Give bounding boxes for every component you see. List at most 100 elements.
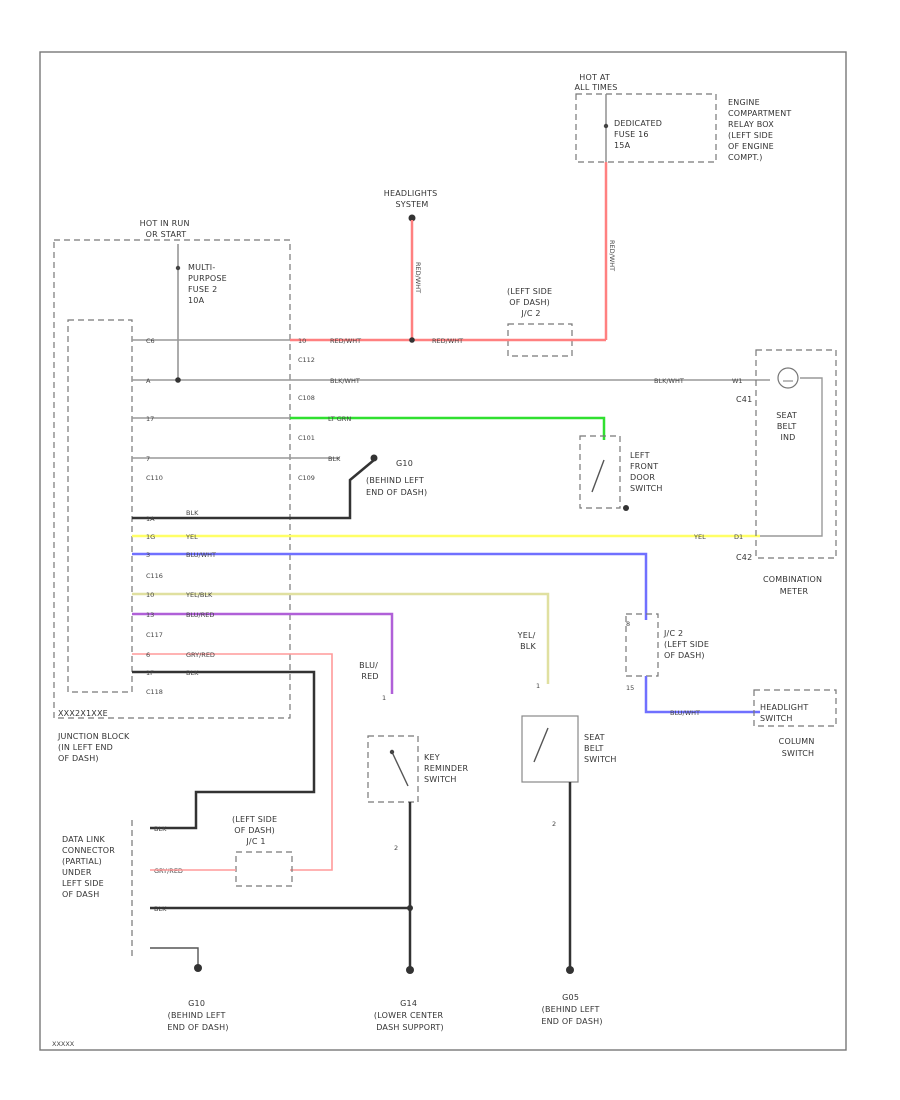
diagram-frame — [39, 51, 847, 1051]
seat-wire-label: YEL/ BLK — [517, 631, 539, 651]
junction-block-outline — [53, 239, 291, 719]
headlights-node — [408, 214, 416, 222]
row3-green — [290, 416, 606, 440]
row1-label-b: RED/WHT — [432, 337, 463, 345]
row10-label: GRY/RED — [186, 651, 215, 659]
pin-label: A — [146, 377, 151, 385]
jc1-outline — [235, 851, 293, 887]
row10-pink — [132, 653, 333, 871]
pin-label: 3 — [146, 551, 150, 559]
door-switch-ground — [623, 505, 629, 511]
row2-pin: W1 — [732, 377, 743, 385]
key-switch-contact — [389, 749, 395, 755]
jc2-lower-outline — [625, 613, 659, 677]
row2-node — [175, 377, 181, 383]
footer-code: XXXXX — [52, 1040, 75, 1048]
jc2-lower-pin15: 15 — [626, 684, 634, 692]
connector-label: C116 — [146, 572, 163, 580]
g10-top-label: G10 (BEHIND LEFT END OF DASH) — [366, 459, 427, 497]
jc2-lower-pin8: 8 — [626, 620, 630, 628]
column-switch-label: COLUMN SWITCH — [779, 737, 818, 758]
g14-label: G14 (LOWER CENTER DASH SUPPORT) — [374, 999, 446, 1032]
seat-switch-blade — [533, 727, 549, 763]
blue-to-headlight — [644, 676, 760, 714]
pin-label: 10 — [146, 591, 154, 599]
row3-label: LT GRN — [328, 415, 351, 423]
dlc-g10-wire — [150, 947, 199, 966]
ground-g05 — [566, 966, 574, 974]
meter-wire — [760, 377, 823, 537]
key-switch-blade — [391, 751, 409, 787]
row2-label-a: BLK/WHT — [330, 377, 360, 385]
engine-relay-box-outline — [575, 93, 717, 163]
pin-label: C6 — [146, 337, 155, 345]
junction-connectors: C112 C108 C101 C110 C109 C116 C117 C118 — [146, 356, 315, 696]
seat-belt-bulb — [777, 367, 799, 389]
dlc-label: DATA LINK CONNECTOR (PARTIAL) UNDER LEFT… — [62, 835, 118, 899]
g05-label: G05 (BEHIND LEFT END OF DASH) — [541, 993, 602, 1026]
connector-label: C109 — [298, 474, 315, 482]
row7-blue — [132, 552, 648, 620]
key-pin-1: 1 — [382, 694, 386, 702]
junction-pins: C6 A 17 7 1A 1G 3 10 13 6 1F 10 — [146, 337, 306, 677]
wire-red-headlights-label: RED/WHT — [414, 262, 422, 293]
headlights-system-label: HEADLIGHTS SYSTEM — [384, 189, 440, 209]
connector-label: C117 — [146, 631, 163, 639]
hot-in-run-label: HOT IN RUN OR START — [140, 219, 193, 239]
connector-label: C108 — [298, 394, 315, 402]
row6-pin: D1 — [734, 533, 743, 541]
connector-label: C118 — [146, 688, 163, 696]
row1-node — [409, 337, 415, 343]
jc2-top-label: (LEFT SIDE OF DASH) J/C 2 — [507, 287, 555, 318]
door-switch-outline — [579, 435, 621, 509]
combination-meter-outline — [755, 349, 837, 559]
row9-purple — [132, 612, 394, 694]
g10-top-node — [370, 454, 378, 462]
combination-meter-label: COMBINATION METER — [763, 575, 825, 596]
fuse2-node-top — [175, 265, 181, 271]
engine-relay-box-label: ENGINE COMPARTMENT RELAY BOX (LEFT SIDE … — [728, 98, 794, 162]
seat-pin-2: 2 — [552, 820, 556, 828]
door-switch-label: LEFT FRONT DOOR SWITCH — [630, 451, 663, 493]
junction-inner-outline — [67, 319, 133, 693]
junction-code: XXX2X1XXE — [58, 709, 108, 718]
key-wire-label: BLU/ RED — [359, 661, 381, 681]
ground-g14 — [406, 966, 414, 974]
row7-label: BLU/WHT — [186, 551, 216, 559]
connector-label: C110 — [146, 474, 163, 482]
row11-black — [132, 670, 316, 830]
row9-label: BLU/RED — [186, 611, 214, 619]
key-pin-2: 2 — [394, 844, 398, 852]
c41-label: C41 — [736, 395, 752, 404]
g10-label: G10 (BEHIND LEFT END OF DASH) — [167, 999, 228, 1032]
seat-belt-switch-label: SEAT BELT SWITCH — [584, 733, 617, 764]
c42-label: C42 — [736, 553, 752, 562]
connector-label: C112 — [298, 356, 315, 364]
key-reminder-label: KEY REMINDER SWITCH — [424, 753, 471, 784]
pin-label: 13 — [146, 611, 154, 619]
pin-label: 1A — [146, 515, 155, 523]
door-switch-blade — [591, 459, 605, 493]
jc1-label: (LEFT SIDE OF DASH) J/C 1 — [232, 815, 280, 846]
pin-label: 6 — [146, 651, 150, 659]
row4-label: BLK — [328, 455, 341, 463]
pin-label: 17 — [146, 415, 154, 423]
column-switch-outline — [753, 689, 837, 727]
blue-to-headlight-label: BLU/WHT — [670, 709, 700, 717]
row1-label-a: RED/WHT — [330, 337, 361, 345]
junction-block-label: JUNCTION BLOCK (IN LEFT END OF DASH) — [57, 732, 132, 763]
dlc-pin-gry: GRY/RED — [154, 867, 183, 875]
row8-olive — [132, 592, 550, 684]
row5-label: BLK — [186, 509, 199, 517]
row11-label: BLK — [186, 669, 199, 677]
dlc-pin-blk: BLK — [154, 825, 167, 833]
row6-label-b: YEL — [693, 533, 706, 541]
row5-black — [132, 459, 375, 520]
pin-label: 1G — [146, 533, 155, 541]
row6-label-a: YEL — [185, 533, 198, 541]
fuse2-label: MULTI- PURPOSE FUSE 2 10A — [188, 263, 230, 305]
hot-at-all-times-label: HOT AT ALL TIMES — [574, 73, 617, 92]
key-reminder-outline — [367, 735, 419, 803]
fuse16-label: DEDICATED FUSE 16 15A — [614, 119, 665, 150]
